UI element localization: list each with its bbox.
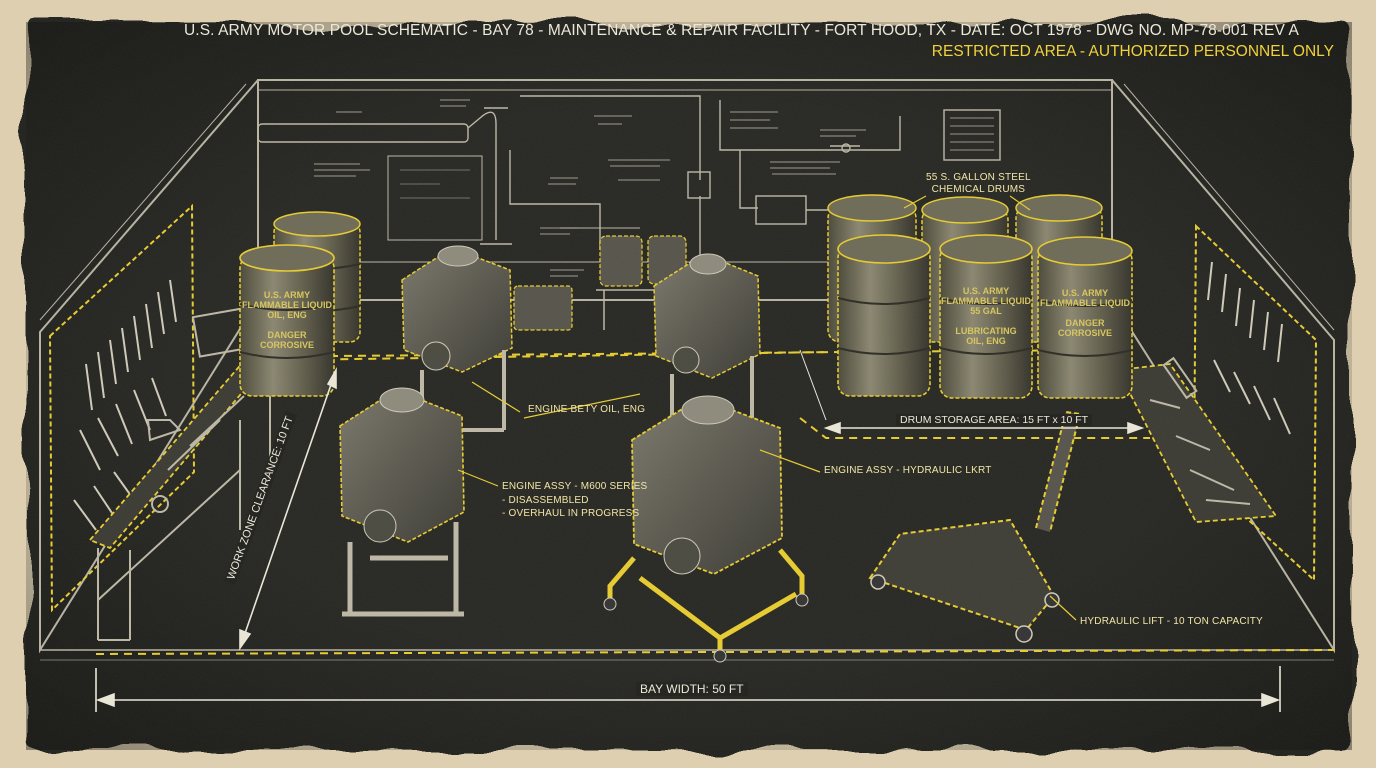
callout-engine-hydraulic: ENGINE ASSY - HYDRAULIC LKRT	[824, 465, 992, 476]
callout-drums: 55 S. GALLON STEEL CHEMICAL DRUMS	[926, 172, 1031, 195]
callout-engine-oil: ENGINE BETY OIL, ENG	[528, 404, 646, 415]
drum-area-label: DRUM STORAGE AREA: 15 FT x 10 FT	[896, 414, 1093, 426]
drawing-title: U.S. ARMY MOTOR POOL SCHEMATIC - BAY 78 …	[184, 22, 1299, 39]
callout-disassembled: - DISASSEMBLED	[502, 495, 589, 506]
callout-overhaul: - OVERHAUL IN PROGRESS	[502, 508, 640, 519]
drum-label-right: U.S. ARMY FLAMMABLE LIQUID DANGER CORROS…	[1040, 288, 1130, 338]
drum-label-left: U.S. ARMY FLAMMABLE LIQUID OIL, ENG DANG…	[242, 290, 332, 350]
callout-engine-m600: ENGINE ASSY - M600 SERIES	[502, 481, 648, 492]
callout-hydraulic-lift: HYDRAULIC LIFT - 10 TON CAPACITY	[1080, 616, 1263, 627]
restricted-warning: RESTRICTED AREA - AUTHORIZED PERSONNEL O…	[931, 43, 1334, 60]
bay-width-label: BAY WIDTH: 50 FT	[636, 682, 748, 696]
drum-label-center: U.S. ARMY FLAMMABLE LIQUID 55 GAL LUBRIC…	[941, 286, 1031, 346]
